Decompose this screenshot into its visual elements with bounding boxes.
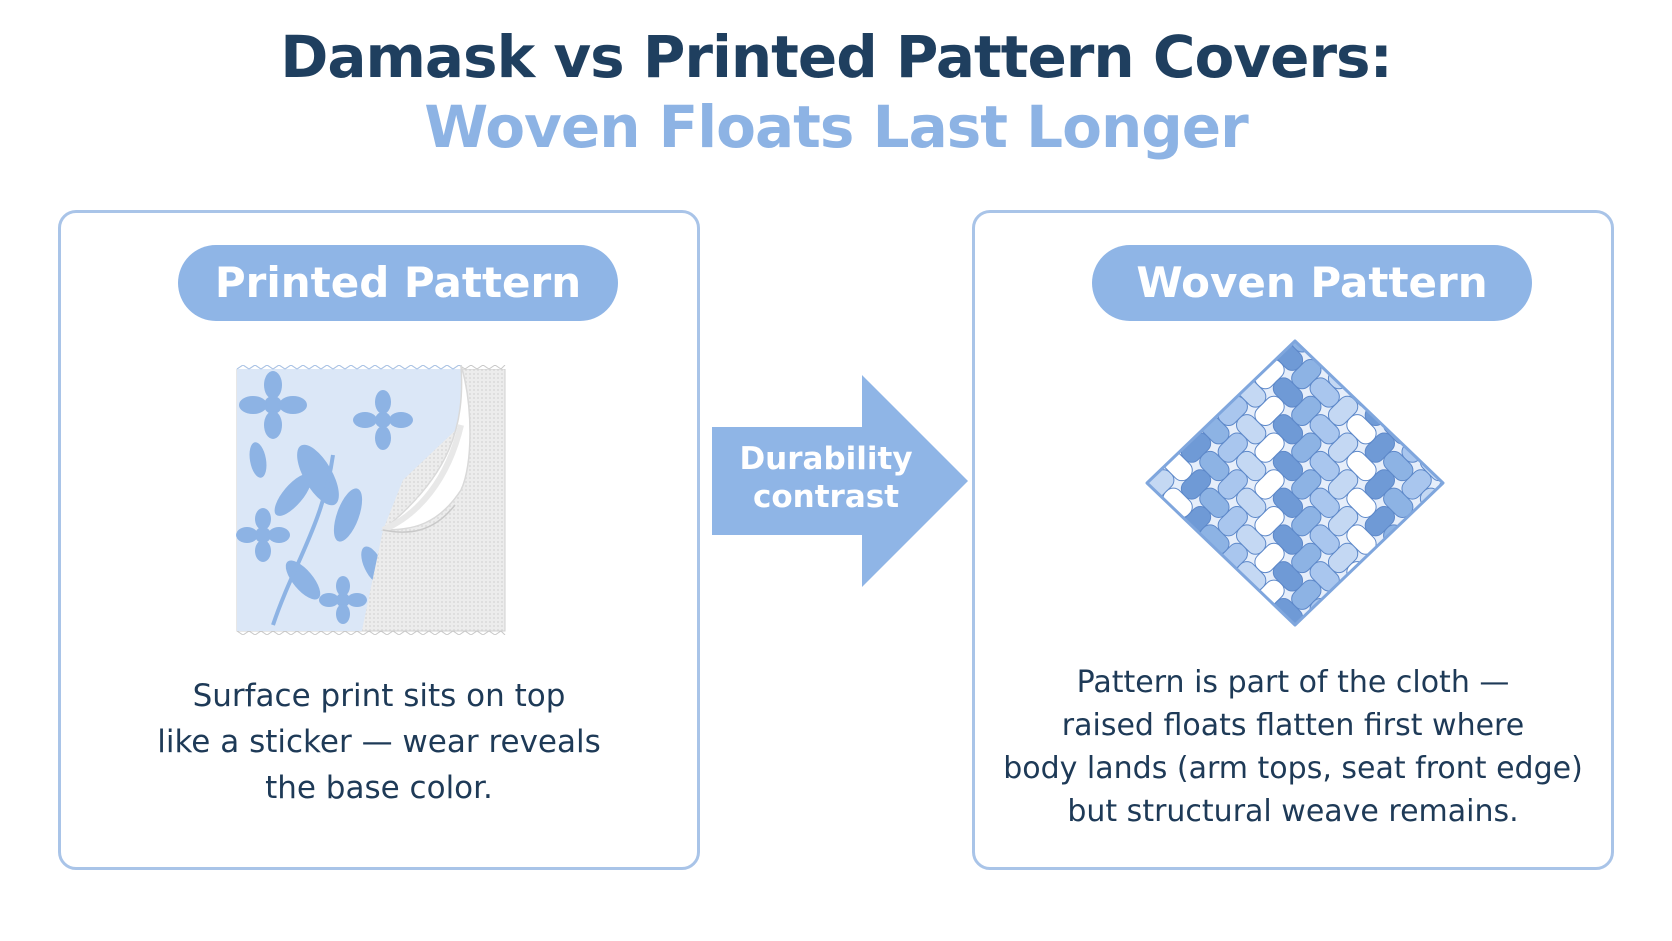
- weave-float: [1180, 542, 1212, 574]
- weave-float: [1217, 579, 1248, 610]
- weave-float: [1236, 450, 1267, 482]
- woven-description-line: Pattern is part of the cloth —: [1076, 665, 1510, 700]
- weave-float: [1383, 377, 1414, 408]
- weave-float: [1147, 542, 1175, 574]
- weave-float: [1401, 579, 1432, 610]
- weave-float: [1309, 377, 1340, 408]
- weave-float: [1236, 341, 1267, 371]
- weave-float: [1147, 395, 1175, 427]
- arrow-label-line: Durability: [739, 441, 913, 477]
- weave-float: [1236, 414, 1267, 445]
- weave-float: [1346, 450, 1377, 482]
- printed-pattern-description: Surface print sits on top like a sticker…: [81, 673, 677, 811]
- weave-float: [1419, 524, 1443, 555]
- weave-float: [1180, 616, 1212, 625]
- woven-description-line: but structural weave remains.: [1067, 794, 1519, 829]
- weave-float: [1346, 341, 1377, 371]
- woven-description-line: body lands (arm tops, seat front edge): [1003, 751, 1583, 786]
- weave-float: [1233, 631, 1270, 633]
- weave-float: [1453, 484, 1455, 521]
- weave-float: [1453, 521, 1455, 558]
- weave-float: [1254, 616, 1285, 625]
- printed-pattern-heading: Printed Pattern: [178, 245, 618, 321]
- weave-float: [1147, 561, 1157, 592]
- weave-float: [1199, 487, 1230, 518]
- arrow-right-icon: [712, 375, 968, 587]
- weave-float: [1236, 487, 1267, 518]
- weave-float: [1401, 542, 1432, 574]
- weave-float: [1162, 377, 1193, 408]
- weave-float: [1217, 341, 1248, 353]
- weave-float: [1306, 333, 1343, 337]
- printed-pattern-panel: Printed Pattern: [58, 210, 700, 870]
- weave-float: [1135, 540, 1141, 577]
- weave-float: [1364, 358, 1396, 390]
- printed-description-line: the base color.: [265, 770, 493, 806]
- weave-float: [1364, 616, 1396, 625]
- woven-pattern-heading: Woven Pattern: [1092, 245, 1532, 321]
- weave-float: [1272, 450, 1304, 482]
- weave-float: [1180, 358, 1212, 390]
- weave-float: [1147, 524, 1157, 555]
- weave-float: [1343, 631, 1380, 633]
- weave-float: [1272, 377, 1304, 408]
- weave-float: [1383, 597, 1414, 625]
- weave-float: [1419, 561, 1443, 592]
- weave-float: [1199, 561, 1230, 592]
- weave-float: [1135, 429, 1141, 466]
- weave-float: [1233, 333, 1270, 337]
- weave-float: [1309, 450, 1340, 482]
- weave-float: [1309, 414, 1340, 445]
- weave-float: [1270, 631, 1307, 633]
- weave-float: [1270, 333, 1307, 337]
- weave-float: [1419, 414, 1443, 445]
- weave-float: [1217, 616, 1248, 625]
- weave-float: [1327, 616, 1359, 625]
- weave-float: [1135, 466, 1141, 503]
- weave-float: [1346, 414, 1377, 445]
- durability-contrast-arrow: Durability contrast: [712, 375, 968, 587]
- weave-float: [1272, 414, 1304, 445]
- weave-float: [1306, 631, 1343, 633]
- weave-float: [1346, 487, 1377, 518]
- printed-fabric-swatch-icon: [233, 364, 543, 636]
- weave-float: [1438, 542, 1443, 574]
- weave-float: [1272, 524, 1304, 555]
- weave-float: [1199, 450, 1230, 482]
- woven-fabric-lattice-icon: [1135, 333, 1455, 633]
- weave-float: [1180, 579, 1212, 610]
- weave-float: [1199, 341, 1230, 371]
- weave-float: [1438, 432, 1443, 463]
- weave-float: [1162, 597, 1193, 625]
- title-block: Damask vs Printed Pattern Covers: Woven …: [0, 22, 1672, 162]
- weave-float: [1147, 579, 1175, 610]
- weave-float: [1147, 414, 1157, 445]
- weave-float: [1401, 395, 1432, 427]
- woven-pattern-panel: Woven Pattern Pattern is part of the clo…: [972, 210, 1614, 870]
- weave-float: [1346, 597, 1377, 625]
- woven-description-line: raised floats flatten first where: [1061, 708, 1525, 743]
- weave-float: [1309, 524, 1340, 555]
- printed-description-line: Surface print sits on top: [192, 678, 566, 714]
- weave-float: [1196, 631, 1233, 633]
- weave-float: [1438, 506, 1443, 537]
- arrow-label-line: contrast: [752, 479, 900, 515]
- weave-float: [1236, 524, 1267, 555]
- printed-description-line: like a sticker — wear reveals: [157, 724, 601, 760]
- page-subtitle: Woven Floats Last Longer: [424, 93, 1248, 161]
- weave-float: [1272, 487, 1304, 518]
- weave-float: [1199, 597, 1230, 625]
- weave-float: [1383, 561, 1414, 592]
- weave-float: [1327, 341, 1359, 353]
- weave-float: [1364, 579, 1396, 610]
- weave-float: [1383, 450, 1414, 482]
- weave-float: [1162, 561, 1193, 592]
- weave-float: [1135, 503, 1141, 540]
- weave-float: [1272, 561, 1304, 592]
- weave-float: [1309, 487, 1340, 518]
- weave-float: [1236, 597, 1267, 625]
- woven-pattern-description: Pattern is part of the cloth — raised fl…: [995, 661, 1591, 833]
- weave-float: [1453, 448, 1455, 485]
- page-title: Damask vs Printed Pattern Covers:: [280, 23, 1393, 91]
